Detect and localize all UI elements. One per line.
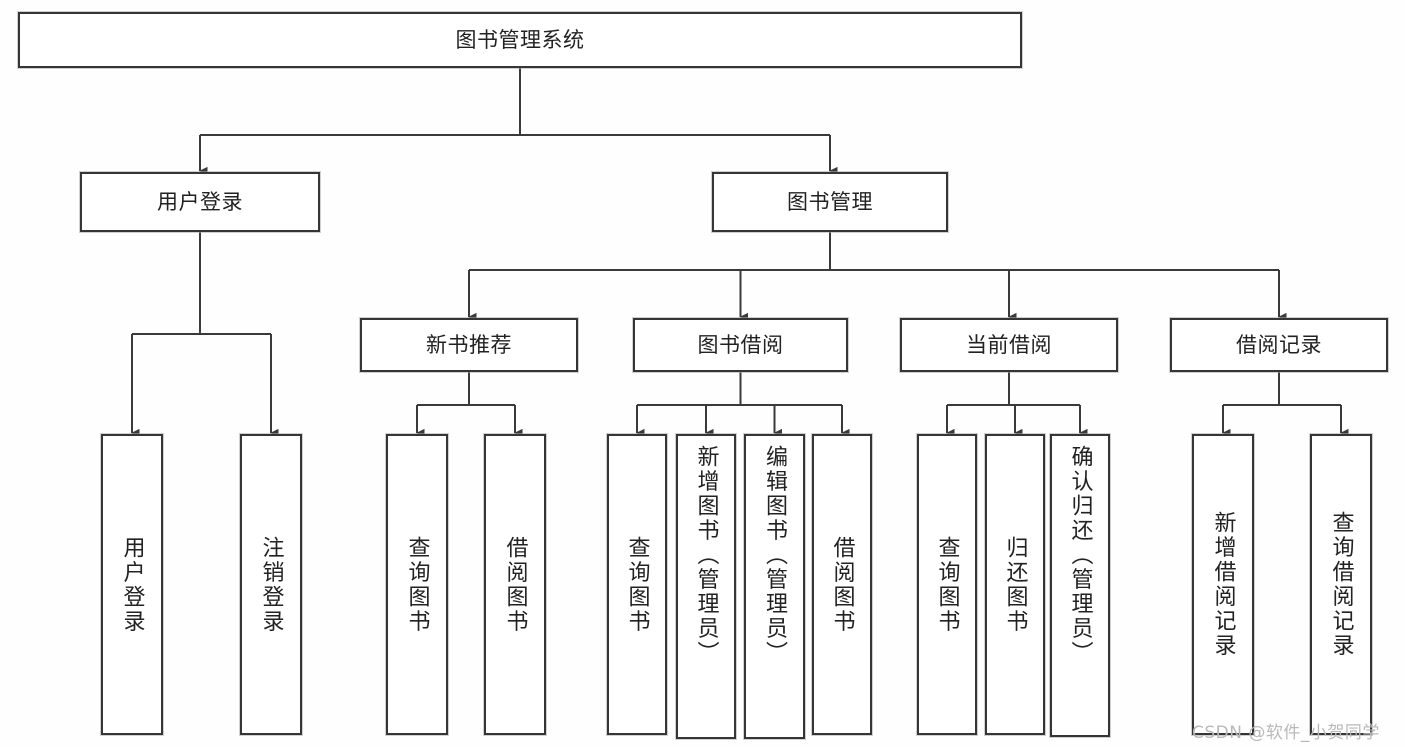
node-l1-book-manage[interactable]: 图书管理 — [712, 172, 948, 232]
node-label: 用户登录 — [157, 189, 243, 214]
node-label: 借阅记录 — [1236, 332, 1322, 357]
node-l2-current-loan[interactable]: 当前借阅 — [900, 318, 1118, 372]
node-label: 借阅图书 — [502, 535, 528, 634]
node-leaf-user-logout[interactable]: 注销登录 — [240, 434, 302, 735]
node-l1-user-login[interactable]: 用户登录 — [80, 172, 320, 232]
node-label: 新书推荐 — [426, 332, 512, 357]
node-label: 用户登录 — [119, 535, 145, 634]
connector-group — [130, 68, 1349, 438]
node-label: 借阅图书 — [829, 535, 855, 634]
node-label: 注销登录 — [258, 535, 284, 634]
node-l2-new-book-rec[interactable]: 新书推荐 — [360, 318, 578, 372]
node-label: 查询图书 — [404, 535, 430, 634]
node-leaf-cl-query[interactable]: 查询图书 — [917, 434, 977, 735]
node-l2-loan-record[interactable]: 借阅记录 — [1170, 318, 1388, 372]
node-leaf-bb-query[interactable]: 查询图书 — [607, 434, 667, 735]
node-leaf-user-login[interactable]: 用户登录 — [101, 434, 163, 735]
node-root[interactable]: 图书管理系统 — [18, 12, 1022, 68]
node-label: 查询图书 — [934, 535, 960, 634]
node-label: 查询借阅记录 — [1328, 511, 1354, 658]
node-label: 图书管理 — [787, 189, 873, 214]
node-label: 图书借阅 — [697, 332, 784, 357]
node-leaf-lr-query[interactable]: 查询借阅记录 — [1310, 434, 1372, 735]
node-leaf-cl-confirm[interactable]: 确认归还（管理员） — [1050, 434, 1110, 737]
node-l2-book-borrow[interactable]: 图书借阅 — [633, 318, 848, 372]
node-label: 新增图书（管理员） — [693, 445, 719, 666]
node-leaf-nbr-borrow[interactable]: 借阅图书 — [484, 434, 546, 735]
node-label: 查询图书 — [624, 535, 650, 634]
node-leaf-cl-return[interactable]: 归还图书 — [985, 434, 1045, 735]
node-label: 归还图书 — [1002, 535, 1028, 634]
node-label: 确认归还（管理员） — [1067, 445, 1093, 666]
node-label: 当前借阅 — [966, 332, 1052, 357]
node-leaf-bb-edit[interactable]: 编辑图书（管理员） — [744, 434, 805, 739]
node-leaf-bb-add[interactable]: 新增图书（管理员） — [676, 434, 736, 739]
node-label: 新增借阅记录 — [1210, 511, 1236, 658]
node-leaf-bb-borrow[interactable]: 借阅图书 — [812, 434, 872, 735]
node-label: 编辑图书（管理员） — [762, 445, 788, 666]
node-label: 图书管理系统 — [455, 27, 585, 52]
node-leaf-lr-add[interactable]: 新增借阅记录 — [1192, 434, 1254, 735]
node-leaf-nbr-query[interactable]: 查询图书 — [386, 434, 448, 735]
